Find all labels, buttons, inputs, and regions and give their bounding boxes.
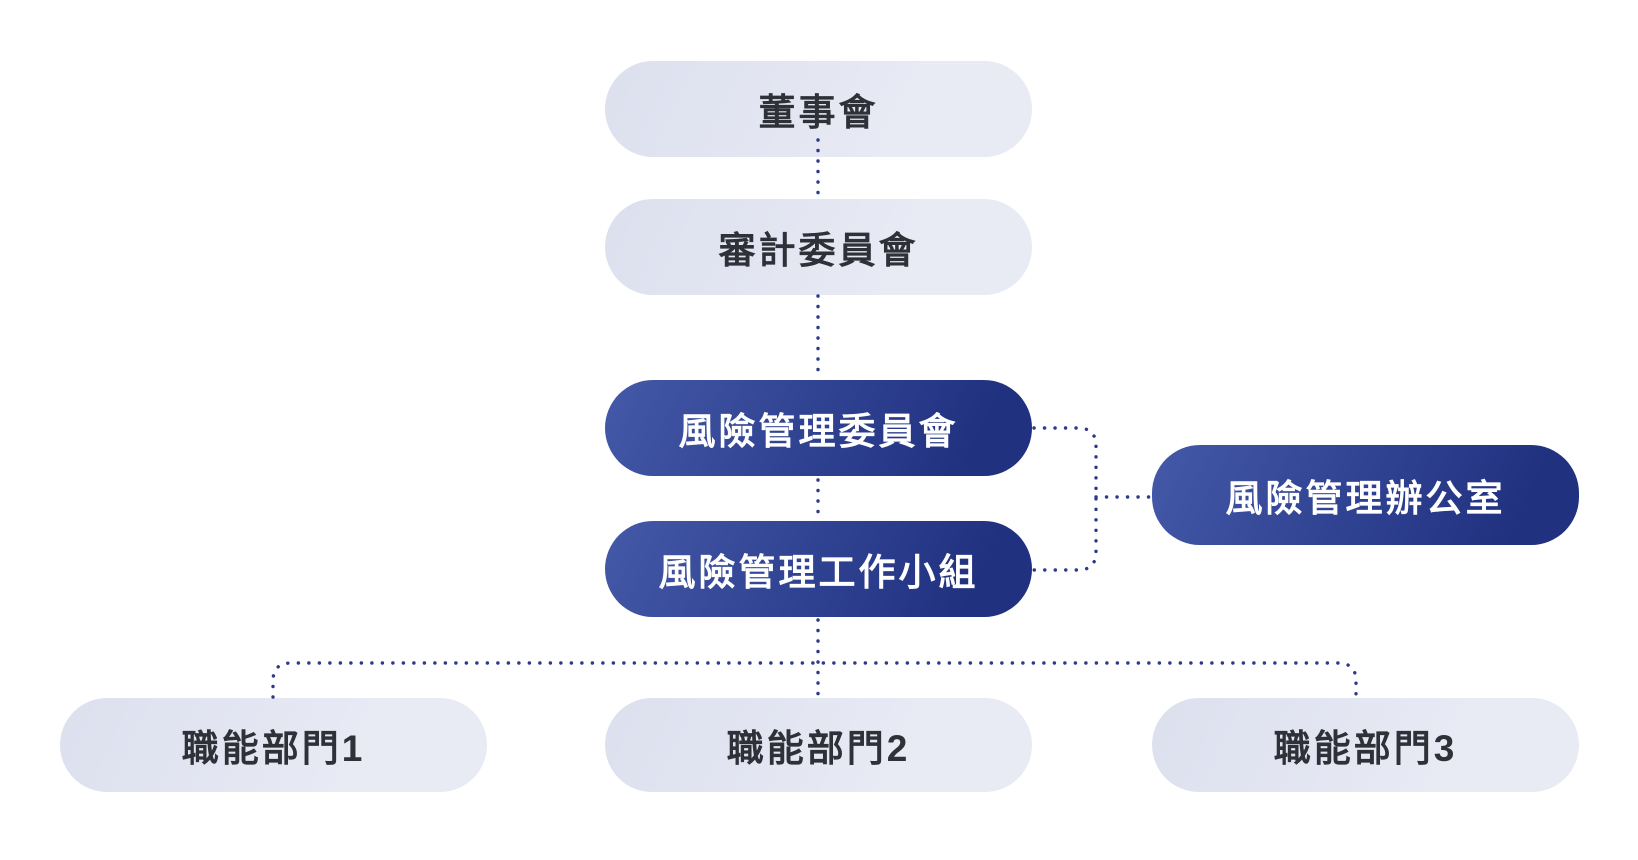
node-label: 風險管理辦公室	[1225, 478, 1506, 519]
connector-office-bracket	[1032, 426, 1098, 572]
node-risk-management-office: 風險管理辦公室	[1152, 445, 1579, 545]
node-risk-management-committee: 風險管理委員會	[605, 380, 1032, 476]
node-functional-dept-3: 職能部門3	[1152, 698, 1579, 792]
connector-distribution-line	[271, 661, 1358, 699]
node-board-of-directors: 董事會	[605, 61, 1032, 157]
node-label: 職能部門2	[726, 728, 911, 769]
node-risk-management-working-group: 風險管理工作小組	[605, 521, 1032, 617]
node-label: 董事會	[758, 92, 879, 133]
node-functional-dept-2: 職能部門2	[605, 698, 1032, 792]
node-label: 風險管理委員會	[678, 411, 959, 452]
node-label: 審計委員會	[718, 230, 919, 271]
node-label: 職能部門3	[1273, 728, 1458, 769]
node-label: 職能部門1	[181, 728, 366, 769]
node-label: 風險管理工作小組	[658, 552, 979, 593]
node-functional-dept-1: 職能部門1	[60, 698, 487, 792]
node-audit-committee: 審計委員會	[605, 199, 1032, 295]
